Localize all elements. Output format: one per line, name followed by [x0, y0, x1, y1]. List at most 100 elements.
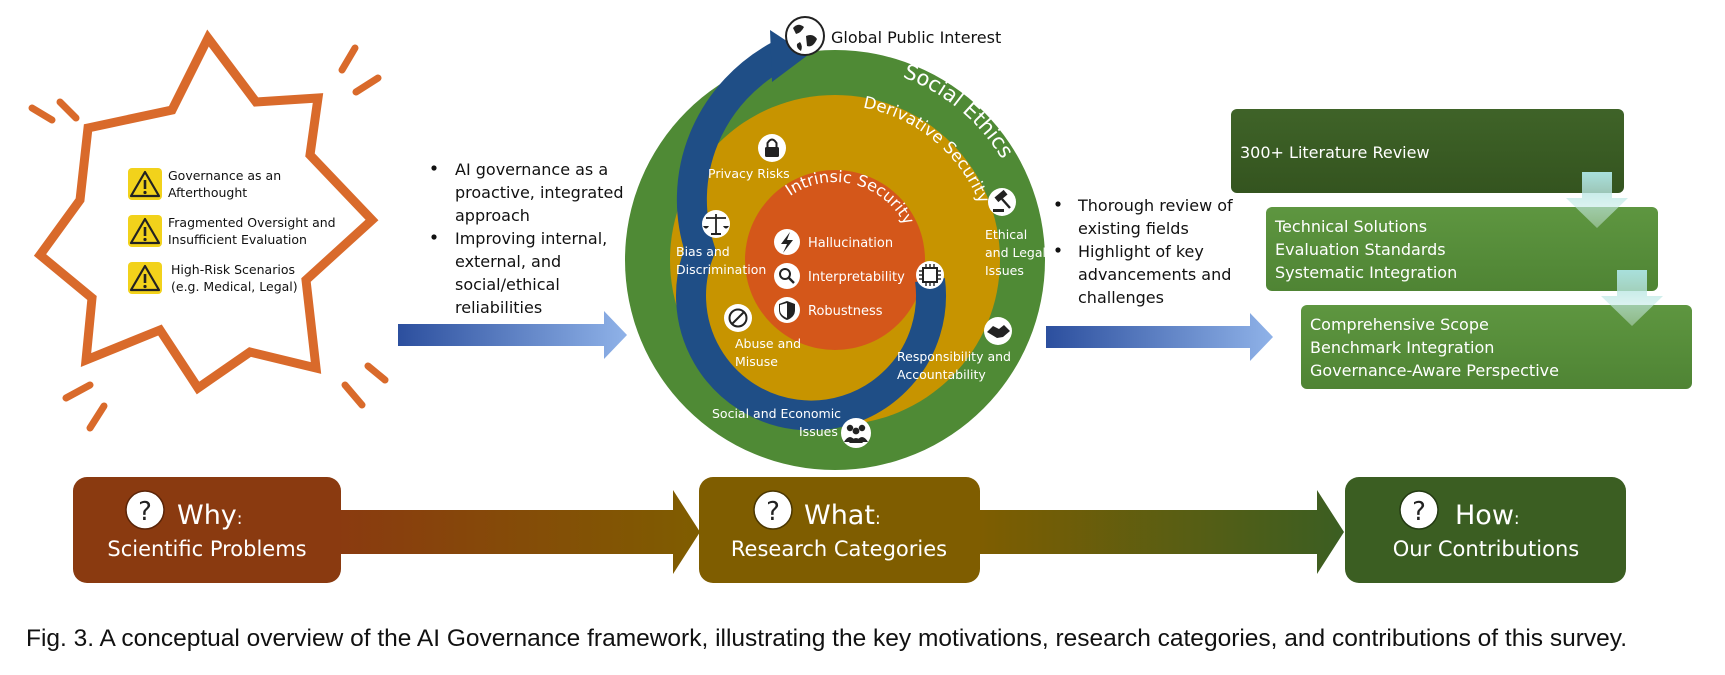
people-icon [841, 418, 871, 448]
down-arrow-2 [1601, 270, 1663, 326]
contribution-line: Benchmark Integration [1310, 338, 1494, 357]
lock-icon [758, 134, 786, 162]
problem-line: Fragmented Oversight and [168, 215, 336, 230]
svg-text:Highlight of key advance: Highlight of key advancements and challe… [1078, 242, 1236, 307]
bullet-dot [431, 165, 437, 171]
figure-caption: Fig. 3. A conceptual overview of the AI … [26, 625, 1628, 652]
how-subtitle: Our Contributions [1393, 537, 1579, 561]
bullet-dot [1055, 201, 1061, 207]
bullet-line: proactive, integrated [455, 183, 624, 202]
magnifier-icon [774, 263, 800, 289]
bullet-dot [431, 234, 437, 240]
contribution-box-3 [1301, 305, 1692, 389]
contribution-line: Governance-Aware Perspective [1310, 361, 1559, 380]
contributions-stack: 300+ Literature Review Technical Solutio… [1231, 109, 1692, 389]
contribution-line: Technical Solutions [1274, 217, 1427, 236]
bullet-line: advancements and [1078, 265, 1231, 284]
bullet-line: reliabilities [455, 298, 542, 317]
blue-swirl-arrow [676, 41, 946, 431]
svg-text:Thorough review of exist: Thorough review of existing fields [1077, 196, 1238, 238]
right-bullets: Thorough review of existing fields Highl… [1055, 196, 1238, 307]
problem-line: Afterthought [168, 185, 247, 200]
inner-item: Robustness [808, 304, 883, 319]
inner-item: Hallucination [808, 236, 893, 251]
svg-text:AI governance as a proac: AI governance as a proactive, integrated… [455, 160, 629, 225]
governance-circle: Social Ethics Derivative Security Intrin… [625, 16, 1050, 470]
what-to-how-arrow [975, 490, 1344, 574]
svg-text:Fragmented Oversight and: Fragmented Oversight and Insufficient Ev… [168, 215, 340, 247]
problem-line: Governance as an [168, 168, 281, 183]
svg-text:?: ? [766, 497, 780, 527]
global-public-interest-label: Global Public Interest [831, 28, 1001, 47]
down-arrow-1 [1566, 172, 1628, 228]
burst-shape [33, 29, 379, 395]
svg-text:Improving internal, exte: Improving internal, external, and social… [455, 229, 612, 317]
burst-rays [28, 44, 389, 432]
bullet-line: challenges [1078, 288, 1164, 307]
shield-icon [774, 297, 800, 323]
problem-item-2: Fragmented Oversight and Insufficient Ev… [128, 215, 340, 247]
globe-icon [785, 16, 825, 56]
problem-line: (e.g. Medical, Legal) [171, 279, 298, 294]
warning-icon [129, 217, 161, 245]
handshake-icon [984, 317, 1012, 345]
scales-icon [702, 210, 730, 238]
warning-icon [129, 170, 161, 198]
bullet-line: external, and [455, 252, 561, 271]
question-icon: ? [1399, 490, 1439, 530]
left-flow-arrow [398, 311, 627, 359]
bullet-line: Highlight of key [1078, 242, 1204, 261]
svg-text:High-Risk Scenarios (e: High-Risk Scenarios (e.g. Medical, Legal… [171, 262, 299, 294]
svg-text:?: ? [1412, 497, 1426, 527]
bullet-line: approach [455, 206, 530, 225]
svg-text:Comprehensive Scope Benc: Comprehensive Scope Benchmark Integratio… [1310, 315, 1559, 380]
problems-burst: Governance as an Afterthought Fragmented… [28, 29, 389, 432]
how-title: How: [1455, 500, 1520, 531]
middle-item-privacy: Privacy Risks [708, 166, 790, 181]
outer-item-ethical: Ethical and Legal Issues [985, 227, 1050, 278]
why-box: ? Why: Scientific Problems [73, 477, 341, 583]
what-box: ? What: Research Categories [699, 477, 980, 583]
inner-items: Hallucination Interpretability Robustnes… [774, 229, 905, 323]
contribution-line: 300+ Literature Review [1240, 143, 1430, 162]
right-flow-arrow [1046, 313, 1273, 361]
gavel-icon [988, 188, 1016, 216]
contribution-line: Evaluation Standards [1275, 240, 1446, 259]
outer-item-social: Social and Economic Issues [712, 406, 845, 439]
warning-icon [129, 264, 161, 292]
how-box: ? How: Our Contributions [1345, 477, 1626, 583]
question-icon: ? [125, 490, 165, 530]
problem-item-1: Governance as an Afterthought [128, 168, 281, 200]
what-title: What: [804, 500, 881, 531]
blue-swirl-arrowhead [770, 30, 808, 82]
contribution-line: Systematic Integration [1275, 263, 1457, 282]
middle-item-abuse: Abuse and Misuse [735, 336, 805, 369]
question-icon: ? [753, 490, 793, 530]
chip-icon [916, 261, 944, 289]
why-title: Why: [177, 500, 243, 531]
bullet-line: social/ethical [455, 275, 560, 294]
outer-items: Ethical and Legal Issues Responsibility … [712, 188, 1050, 448]
bullet-line: Thorough review of [1077, 196, 1233, 215]
problem-line: Insufficient Evaluation [168, 232, 307, 247]
bullet-line: Improving internal, [455, 229, 607, 248]
outer-item-responsibility: Responsibility and Accountability [897, 349, 1015, 382]
why-subtitle: Scientific Problems [107, 537, 306, 561]
svg-text:?: ? [138, 497, 152, 527]
bullet-dot [1055, 247, 1061, 253]
prohibited-icon [724, 304, 752, 332]
contribution-box-1 [1231, 109, 1624, 193]
bullet-line: AI governance as a [455, 160, 608, 179]
problem-item-3: High-Risk Scenarios (e.g. Medical, Legal… [128, 262, 299, 294]
lightning-icon [774, 229, 800, 255]
problem-line: High-Risk Scenarios [171, 262, 295, 277]
what-subtitle: Research Categories [731, 537, 947, 561]
middle-items: Privacy Risks Bias and Discrimination Ab… [676, 134, 805, 369]
contribution-box-2 [1266, 207, 1658, 291]
inner-item: Interpretability [808, 270, 905, 285]
left-bullets: AI governance as a proactive, integrated… [431, 160, 629, 317]
bottom-flow: ? Why: Scientific Problems ? What: Resea… [73, 477, 1626, 583]
why-to-what-arrow [335, 490, 700, 574]
svg-text:Technical Solutions Eval: Technical Solutions Evaluation Standards… [1274, 217, 1457, 282]
